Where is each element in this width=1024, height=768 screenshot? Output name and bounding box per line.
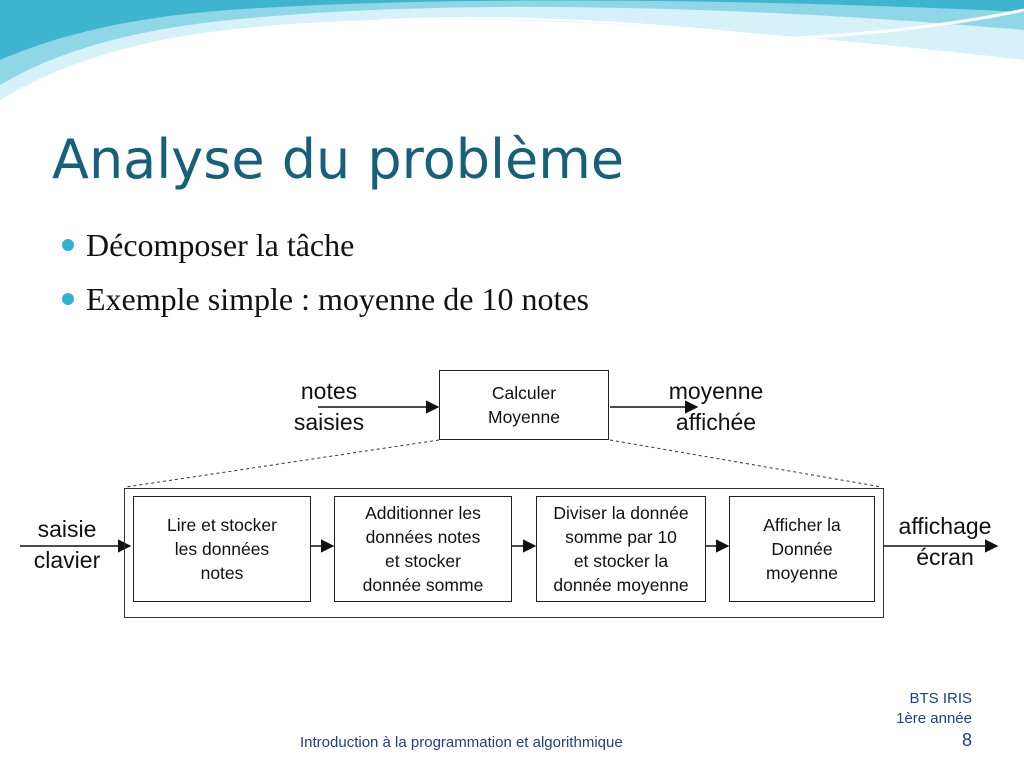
- bullet-text: Décomposer la tâche: [86, 227, 355, 263]
- step-box-3: Diviser la donnée somme par 10 et stocke…: [536, 496, 706, 602]
- bullet-item: Exemple simple : moyenne de 10 notes: [62, 276, 589, 330]
- page-number: 8: [961, 730, 972, 750]
- bullet-dot-icon: [62, 292, 74, 305]
- detail-input-label: saisie clavier: [33, 516, 101, 573]
- footer-class-line1: BTS IRIS: [909, 690, 972, 707]
- footer-class-line2: 1ère année: [896, 710, 972, 727]
- detail-output-label: affichage écran: [898, 513, 992, 570]
- top-output-label: moyenne affichée: [668, 378, 764, 435]
- process-box-label: Calculer Moyenne: [488, 383, 560, 427]
- step-box-label: Afficher la Donnée moyenne: [763, 515, 841, 583]
- step-box-1: Lire et stocker les données notes: [133, 496, 311, 602]
- decomposition-container: [124, 488, 884, 618]
- step-box-label: Lire et stocker les données notes: [167, 515, 277, 583]
- bullet-item: Décomposer la tâche: [62, 222, 589, 276]
- zoom-dashed-right: [609, 439, 883, 488]
- bullet-list: Décomposer la tâche Exemple simple : moy…: [62, 222, 589, 330]
- step-box-label: Diviser la donnée somme par 10 et stocke…: [553, 503, 689, 595]
- step-box-2: Additionner les données notes et stocker…: [334, 496, 512, 602]
- bullet-text: Exemple simple : moyenne de 10 notes: [86, 281, 589, 317]
- slide-title: Analyse du problème: [52, 128, 625, 191]
- process-box-calculer-moyenne: Calculer Moyenne: [439, 370, 609, 440]
- top-input-label: notes saisies: [293, 378, 365, 435]
- header-wave-decoration: [0, 0, 1024, 112]
- step-box-4: Afficher la Donnée moyenne: [729, 496, 875, 602]
- bullet-dot-icon: [62, 238, 74, 251]
- step-box-label: Additionner les données notes et stocker…: [362, 503, 484, 595]
- footer-course-title: Introduction à la programmation et algor…: [300, 734, 623, 751]
- zoom-dashed-left: [125, 439, 440, 488]
